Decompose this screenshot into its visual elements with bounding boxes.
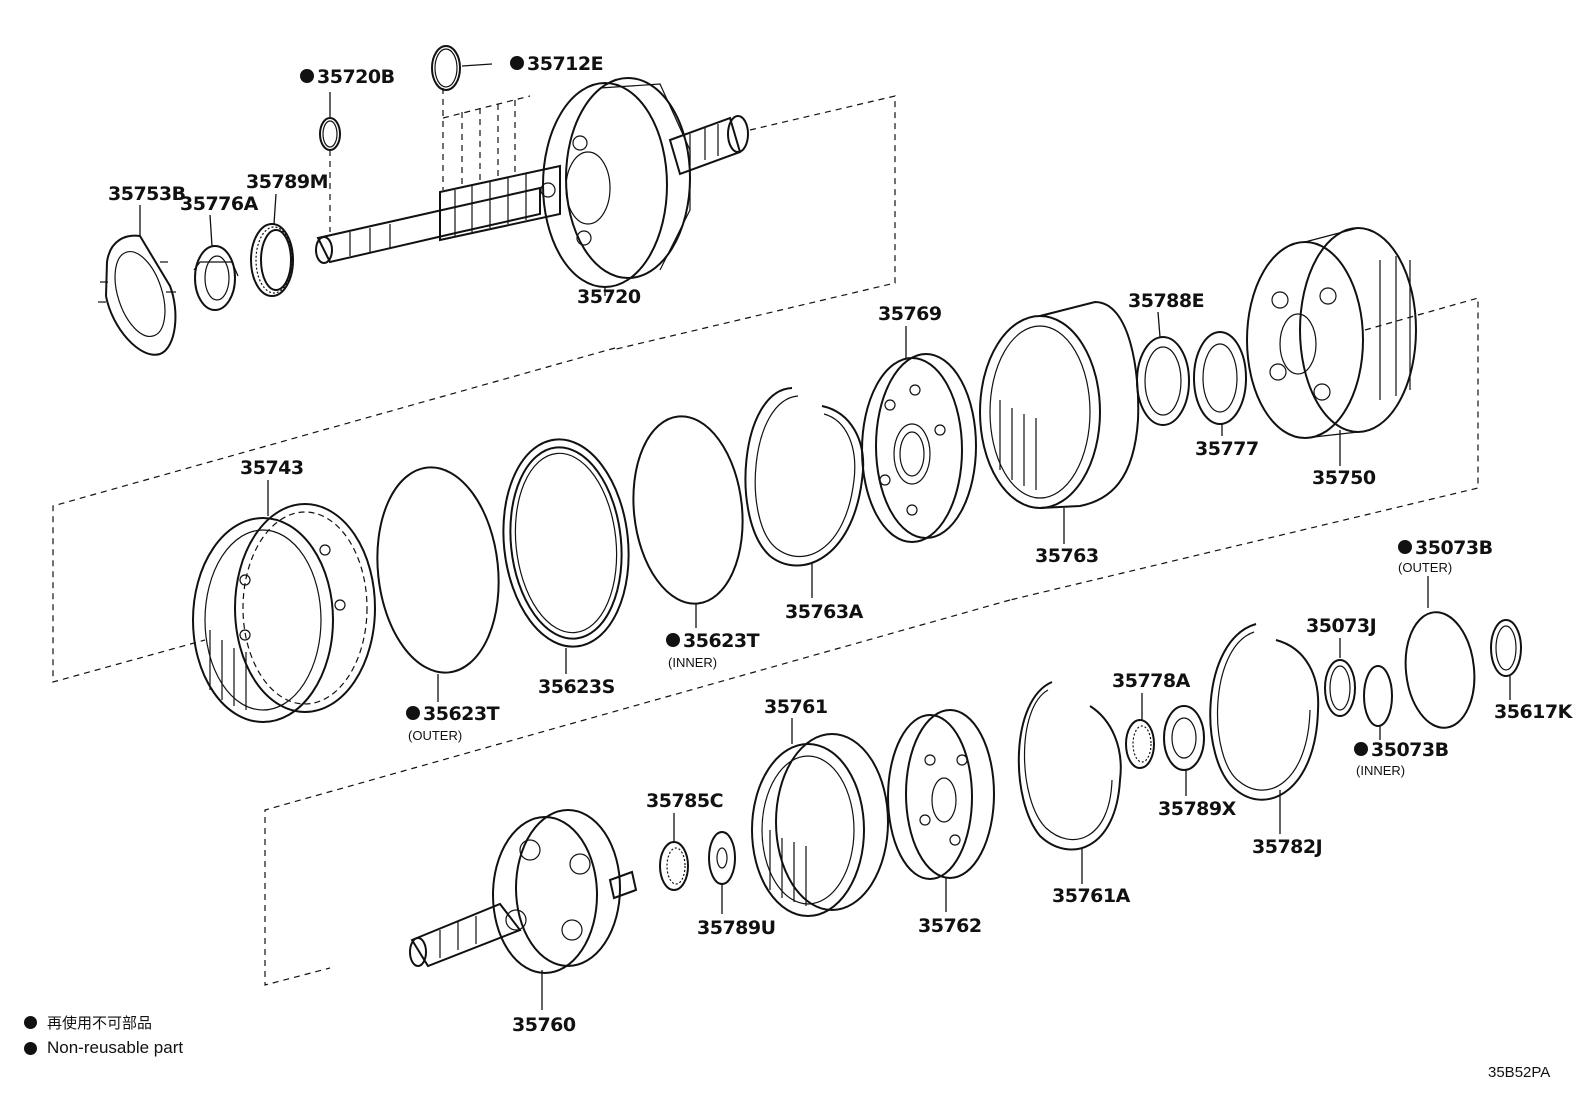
- part-35073B-inner-oring: [1363, 665, 1393, 727]
- part-35763A-snap-ring: [744, 387, 865, 567]
- group-frame-middle: [52, 297, 1479, 683]
- leader-line-35788e: [1157, 311, 1161, 338]
- part-35762-hub: [887, 709, 995, 880]
- part-35782J-snap-ring: [1209, 623, 1320, 801]
- leader-lines: [139, 63, 1511, 1010]
- part-35769-clutch-hub: [861, 353, 977, 543]
- legend: 再使用不可部品 Non-reusable part: [24, 1009, 183, 1061]
- part-label-35750: 35750: [1312, 467, 1376, 489]
- part-label-35623s: 35623S: [538, 676, 615, 698]
- non-reusable-dot-icon: [666, 633, 680, 647]
- part-35789X-washer: [1163, 705, 1205, 771]
- part-35720B-ring: [319, 117, 341, 151]
- sub-label-outer-35623t-outer: (OUTER): [408, 728, 462, 743]
- group-frame-upper: [611, 95, 896, 351]
- part-35776A-hub: [193, 245, 239, 311]
- non-reusable-dot-icon: [406, 706, 420, 720]
- non-reusable-dot-icon: [510, 56, 524, 70]
- part-label-35753b: 35753B: [108, 183, 186, 205]
- part-label-35789m: 35789M: [246, 171, 328, 193]
- part-label-35623t-outer: 35623T: [423, 703, 500, 725]
- non-reusable-dot-icon: [24, 1041, 37, 1055]
- part-35785C-bearing: [659, 841, 689, 891]
- part-label-35617k: 35617K: [1494, 701, 1574, 723]
- part-label-35073b-outer: 35073B: [1415, 537, 1493, 559]
- part-35760-output-carrier: [409, 809, 638, 974]
- part-label-35623t-inner: 35623T: [683, 630, 760, 652]
- part-label-35785c: 35785C: [646, 790, 723, 812]
- part-35777-washer: [1193, 331, 1247, 425]
- leader-line-35776a: [209, 214, 213, 247]
- part-35743-ring-gear: [192, 503, 376, 723]
- part-label-35720: 35720: [577, 286, 641, 308]
- part-35761A-snap-ring: [1017, 681, 1122, 851]
- part-label-35763a: 35763A: [785, 601, 864, 623]
- part-35623T-inner-oring: [632, 415, 744, 605]
- part-label-35073j: 35073J: [1306, 615, 1376, 637]
- part-35789U-washer: [708, 831, 736, 885]
- part-35753B-plate: [98, 234, 177, 356]
- part-label-35763: 35763: [1035, 545, 1099, 567]
- part-35761-ring-gear: [751, 733, 889, 917]
- part-label-35761: 35761: [764, 696, 828, 718]
- part-label-35789x: 35789X: [1158, 798, 1237, 820]
- part-35720-planetary-shaft: [315, 77, 749, 288]
- part-label-35788e: 35788E: [1128, 290, 1204, 312]
- part-label-35760: 35760: [512, 1014, 576, 1036]
- non-reusable-dot-icon: [1398, 540, 1412, 554]
- leader-line-35712e: [461, 63, 493, 67]
- part-label-35777: 35777: [1195, 438, 1259, 460]
- legend-row-japanese: 再使用不可部品: [24, 1009, 183, 1035]
- part-label-35761a: 35761A: [1052, 885, 1131, 907]
- non-reusable-dot-icon: [300, 69, 314, 83]
- part-35789M-bearing: [250, 223, 294, 297]
- sub-label-inner-35623t-inner: (INNER): [668, 655, 717, 670]
- part-label-35778a: 35778A: [1112, 670, 1191, 692]
- part-label-35712e: 35712E: [527, 53, 603, 75]
- part-label-35789u: 35789U: [697, 917, 776, 939]
- part-label-35720b: 35720B: [317, 66, 395, 88]
- part-label-35776a: 35776A: [180, 193, 259, 215]
- part-35617K-ring: [1490, 619, 1522, 677]
- part-35712E-ring: [431, 45, 461, 91]
- part-label-35743: 35743: [240, 457, 304, 479]
- part-label-35769: 35769: [878, 303, 942, 325]
- part-35623S-piston: [502, 438, 630, 648]
- part-label-35762: 35762: [918, 915, 982, 937]
- legend-japanese-text: 再使用不可部品: [47, 1013, 153, 1032]
- sub-label-outer-35073b-outer: (OUTER): [1398, 560, 1452, 575]
- seal-guide-lines: [329, 88, 531, 232]
- part-35073J-ring: [1324, 659, 1356, 717]
- leader-line-35789m: [273, 193, 277, 225]
- part-label-35782j: 35782J: [1252, 836, 1322, 858]
- part-35073B-outer-oring: [1404, 611, 1476, 729]
- part-label-35073b-inner: 35073B: [1371, 739, 1449, 761]
- part-35750-planetary-carrier: [1246, 227, 1417, 439]
- non-reusable-dot-icon: [1354, 742, 1368, 756]
- part-35623T-outer-oring: [376, 466, 500, 674]
- part-35778A-bearing: [1125, 719, 1155, 769]
- part-35788E-washer: [1136, 336, 1190, 426]
- legend-english-text: Non-reusable part: [47, 1038, 184, 1057]
- part-35763-drum: [979, 300, 1140, 509]
- non-reusable-dot-icon: [24, 1015, 37, 1029]
- sub-label-inner-35073b-inner: (INNER): [1356, 763, 1405, 778]
- group-frame-lower: [264, 599, 1011, 986]
- legend-row-english: Non-reusable part: [24, 1035, 183, 1061]
- reference-code: 35B52PA: [1488, 1064, 1551, 1081]
